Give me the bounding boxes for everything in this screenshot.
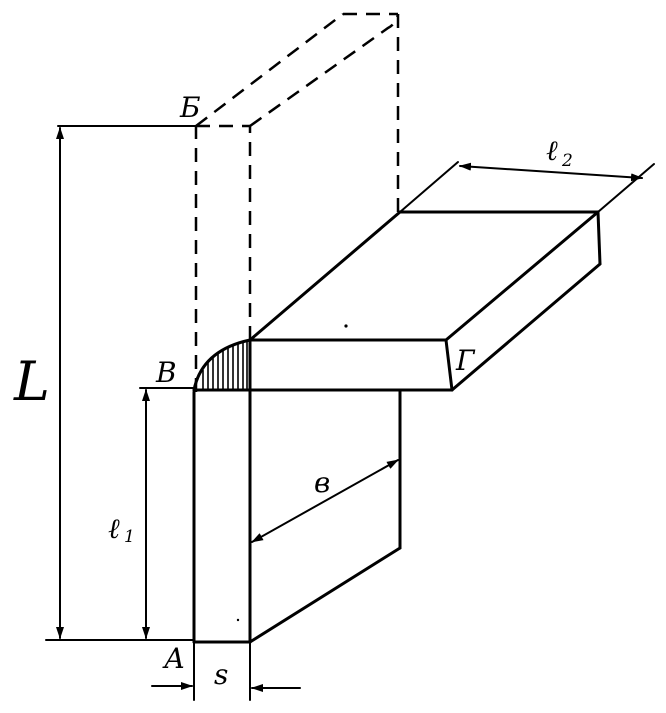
label-g: Г — [455, 344, 476, 377]
label-l1-base: ℓ — [108, 512, 120, 545]
dimension-l2 — [399, 161, 655, 213]
label-l1: ℓ 1 — [108, 512, 135, 547]
label-l2: ℓ 2 — [546, 134, 573, 171]
dimension-L — [45, 125, 197, 641]
dimension-s — [151, 641, 301, 701]
hidden-plate-outline — [194, 12, 400, 392]
label-b-width: в — [314, 466, 330, 499]
label-l2-base: ℓ — [546, 134, 558, 167]
scan-speck — [236, 618, 240, 622]
label-l1-sub: 1 — [124, 527, 135, 547]
vertical-plate — [192, 338, 402, 644]
label-l2-sub: 2 — [561, 151, 573, 171]
scan-speck — [344, 324, 348, 328]
label-b-top: Б — [179, 91, 201, 124]
label-L: L — [13, 350, 50, 413]
weld-fillet — [192, 338, 252, 392]
horizontal-plate — [192, 210, 602, 392]
dimension-l1 — [139, 387, 195, 639]
label-v: В — [155, 356, 177, 389]
label-a: А — [162, 642, 185, 675]
dimension-b — [251, 459, 399, 543]
label-s: s — [214, 658, 228, 691]
